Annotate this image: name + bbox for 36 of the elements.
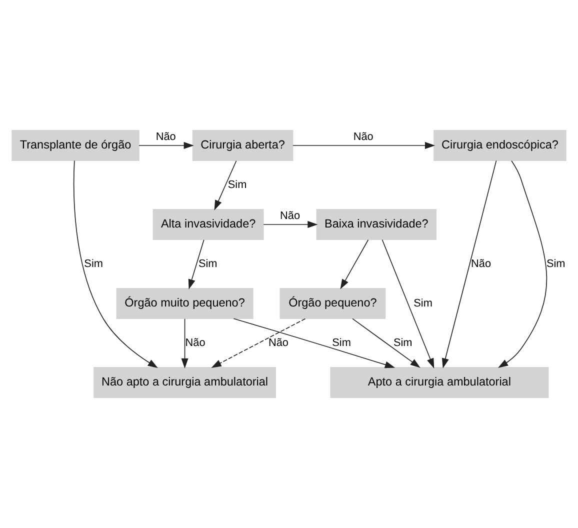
node-box: Alta invasividade? [152,208,264,240]
edge-label: Não [156,130,176,143]
edge-label: Sim [393,336,412,349]
edge-label: Sim [332,336,351,349]
edge-label: Não [185,336,206,349]
edge-label: Não [280,210,300,222]
node-box: Órgão muito pequeno? [116,288,254,320]
edge-label: Sim [414,297,432,310]
edge-label: Não [471,258,492,270]
arrow [498,160,548,368]
arrow [382,239,434,368]
arrow [352,318,420,368]
arrow [233,318,396,368]
edge-label: Não [268,336,288,349]
node-box: Cirurgia aberta? [192,130,294,162]
node-box: Não apto a cirurgia ambulatorial [94,366,276,398]
arrow [292,142,436,150]
arrow [214,160,237,210]
edge-label: Sim [228,178,247,191]
arrow [188,239,204,290]
edge-label: Sim [198,258,218,270]
arrow [340,239,369,290]
node-box: Transplante de órgão [12,130,140,162]
edge-label: Não [353,130,374,143]
arrow [211,318,306,368]
arrow [138,142,194,150]
arrow [263,220,318,228]
edge-label: Sim [84,258,103,270]
arrow [442,160,497,368]
node-box: Cirurgia endoscópica? [434,130,566,162]
node-box: Baixa invasividade? [316,208,436,240]
edge-label: Sim [546,258,566,270]
arrow [73,160,158,368]
arrow [181,318,188,368]
node-box: Órgão pequeno? [280,288,386,320]
node-box: Apto a cirurgia ambulatorial [330,366,549,398]
